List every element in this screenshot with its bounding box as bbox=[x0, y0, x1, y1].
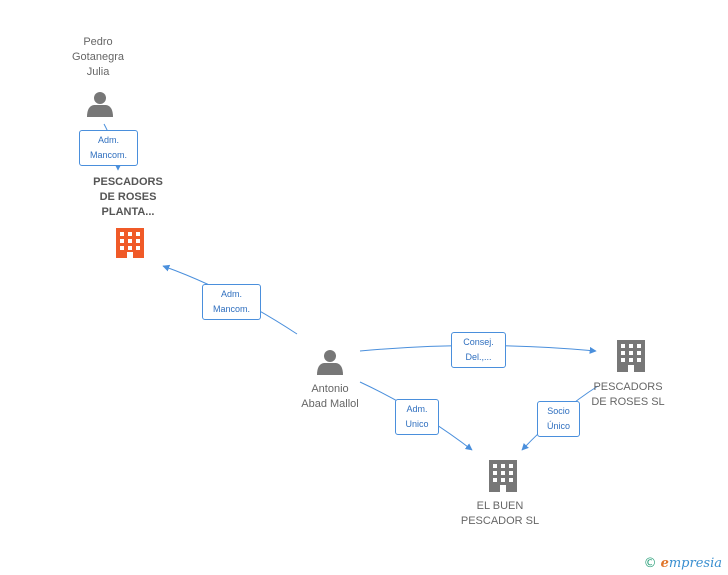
edge-label-sl-buen[interactable]: Socio Único bbox=[537, 401, 580, 437]
edge-label-pedro-planta[interactable]: Adm. Mancom. bbox=[79, 130, 138, 166]
brand-initial: e bbox=[660, 556, 669, 571]
edge-label-antonio-sl[interactable]: Consej. Del.,... bbox=[451, 332, 506, 368]
node-label-pedro[interactable]: Pedro Gotanegra Julia bbox=[72, 36, 124, 78]
building-icon[interactable] bbox=[617, 340, 645, 372]
edge-label-antonio-planta[interactable]: Adm. Mancom. bbox=[202, 284, 261, 320]
copyright-icon: © bbox=[643, 556, 657, 571]
node-label-antonio[interactable]: Antonio Abad Mallol bbox=[301, 383, 359, 410]
node-label-pescadors-sl[interactable]: PESCADORS DE ROSES SL bbox=[591, 381, 665, 408]
person-icon[interactable] bbox=[317, 350, 343, 375]
brand-name: mpresia bbox=[668, 556, 722, 571]
edge-label-antonio-buen[interactable]: Adm. Unico bbox=[395, 399, 439, 435]
node-label-el-buen[interactable]: EL BUEN PESCADOR SL bbox=[460, 500, 540, 527]
brand-watermark: ©empresia bbox=[644, 556, 722, 571]
building-icon[interactable] bbox=[489, 460, 517, 492]
building-icon[interactable] bbox=[116, 228, 144, 258]
person-icon[interactable] bbox=[87, 92, 113, 117]
node-label-pescadors-planta[interactable]: PESCADORS DE ROSES PLANTA... bbox=[93, 176, 163, 218]
